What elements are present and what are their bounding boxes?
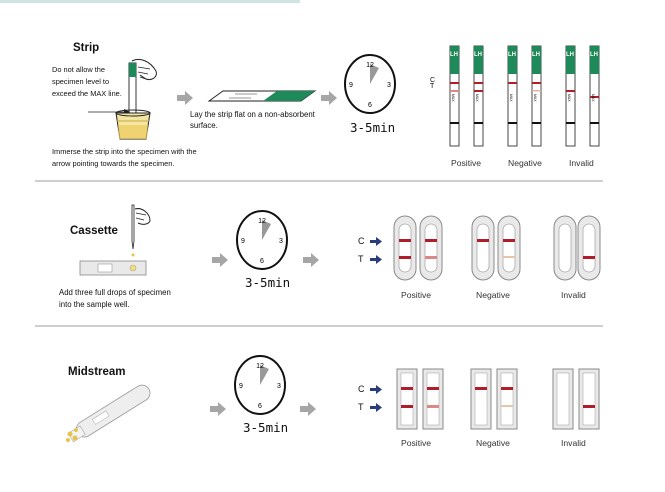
max-label: MAX xyxy=(451,94,455,102)
clock-number: 9 xyxy=(241,238,245,245)
brand-label: LH xyxy=(566,52,574,58)
cassette-time: 3-5min xyxy=(245,275,291,290)
strip-result-lines xyxy=(450,82,599,98)
midstream-time: 3-5min xyxy=(243,420,289,435)
brand-label: LH xyxy=(590,52,598,58)
lay-flat-instruction: Lay the strip flat on a non-absorbent su… xyxy=(190,110,315,130)
strip-instruction-bottom: Immerse the strip into the specimen with… xyxy=(52,147,197,168)
clock-number: 3 xyxy=(387,82,391,89)
clock-number: 3 xyxy=(277,383,281,390)
arrow-icon xyxy=(212,253,228,267)
max-label: MAX xyxy=(567,94,571,102)
clock-number: 6 xyxy=(260,258,264,265)
arrow-icon xyxy=(303,253,319,267)
result-negative-label: Negative xyxy=(476,438,510,448)
midstream-device-illustration xyxy=(66,384,151,443)
midstream-t-label: T xyxy=(358,402,364,412)
section-divider xyxy=(35,325,603,327)
clock-number: 12 xyxy=(366,62,374,69)
strip-ct-labels: C T xyxy=(430,77,436,90)
result-positive-label: Positive xyxy=(451,158,482,168)
arrow-icon xyxy=(321,91,337,105)
brand-label: LH xyxy=(508,52,516,58)
clock-number: 9 xyxy=(239,383,243,390)
arrow-icon xyxy=(370,237,382,264)
result-invalid-label: Invalid xyxy=(561,290,586,300)
max-label: MAX xyxy=(591,94,595,102)
clock-number: 12 xyxy=(256,363,264,370)
arrow-icon xyxy=(177,91,193,105)
strip-in-cup-illustration xyxy=(88,58,157,140)
arrow-icon xyxy=(300,402,316,416)
clock-number: 6 xyxy=(258,403,262,410)
section-divider xyxy=(35,180,603,182)
midstream-title: Midstream xyxy=(68,366,126,378)
clock-icon: 12 3 6 9 xyxy=(236,210,288,270)
clock-icon: 12 3 6 9 xyxy=(234,355,286,415)
result-invalid-label: Invalid xyxy=(561,438,586,448)
max-label: MAX xyxy=(475,94,479,102)
strip-instruction-left: Do not allow the specimen level to excee… xyxy=(52,65,122,98)
midstream-results xyxy=(396,368,600,430)
result-negative-label: Negative xyxy=(476,290,510,300)
clock-icon: 12 3 6 9 xyxy=(344,54,396,114)
result-positive-label: Positive xyxy=(401,290,432,300)
midstream-c-label: C xyxy=(358,384,365,394)
clock-number: 6 xyxy=(368,102,372,109)
brand-label: LH xyxy=(474,52,482,58)
cassette-results xyxy=(393,215,601,281)
max-label: MAX xyxy=(509,94,513,102)
cassette-t-label: T xyxy=(358,254,364,264)
cassette-dropper-illustration xyxy=(79,204,151,276)
flat-strip-illustration xyxy=(207,90,317,102)
top-accent-line xyxy=(0,0,300,3)
strip-time: 3-5min xyxy=(350,120,396,135)
clock-number: 9 xyxy=(349,82,353,89)
cassette-c-label: C xyxy=(358,236,365,246)
brand-label: LH xyxy=(450,52,458,58)
cassette-instruction: Add three full drops of specimen into th… xyxy=(59,288,171,309)
result-invalid-label: Invalid xyxy=(569,158,594,168)
max-label: MAX xyxy=(533,94,537,102)
arrow-icon xyxy=(210,402,226,416)
brand-label: LH xyxy=(532,52,540,58)
clock-number: 12 xyxy=(258,218,266,225)
strip-title: Strip xyxy=(73,42,100,54)
result-positive-label: Positive xyxy=(401,438,432,448)
result-negative-label: Negative xyxy=(508,158,542,168)
cassette-title: Cassette xyxy=(70,225,118,237)
clock-number: 3 xyxy=(279,238,283,245)
arrow-icon xyxy=(370,385,382,412)
